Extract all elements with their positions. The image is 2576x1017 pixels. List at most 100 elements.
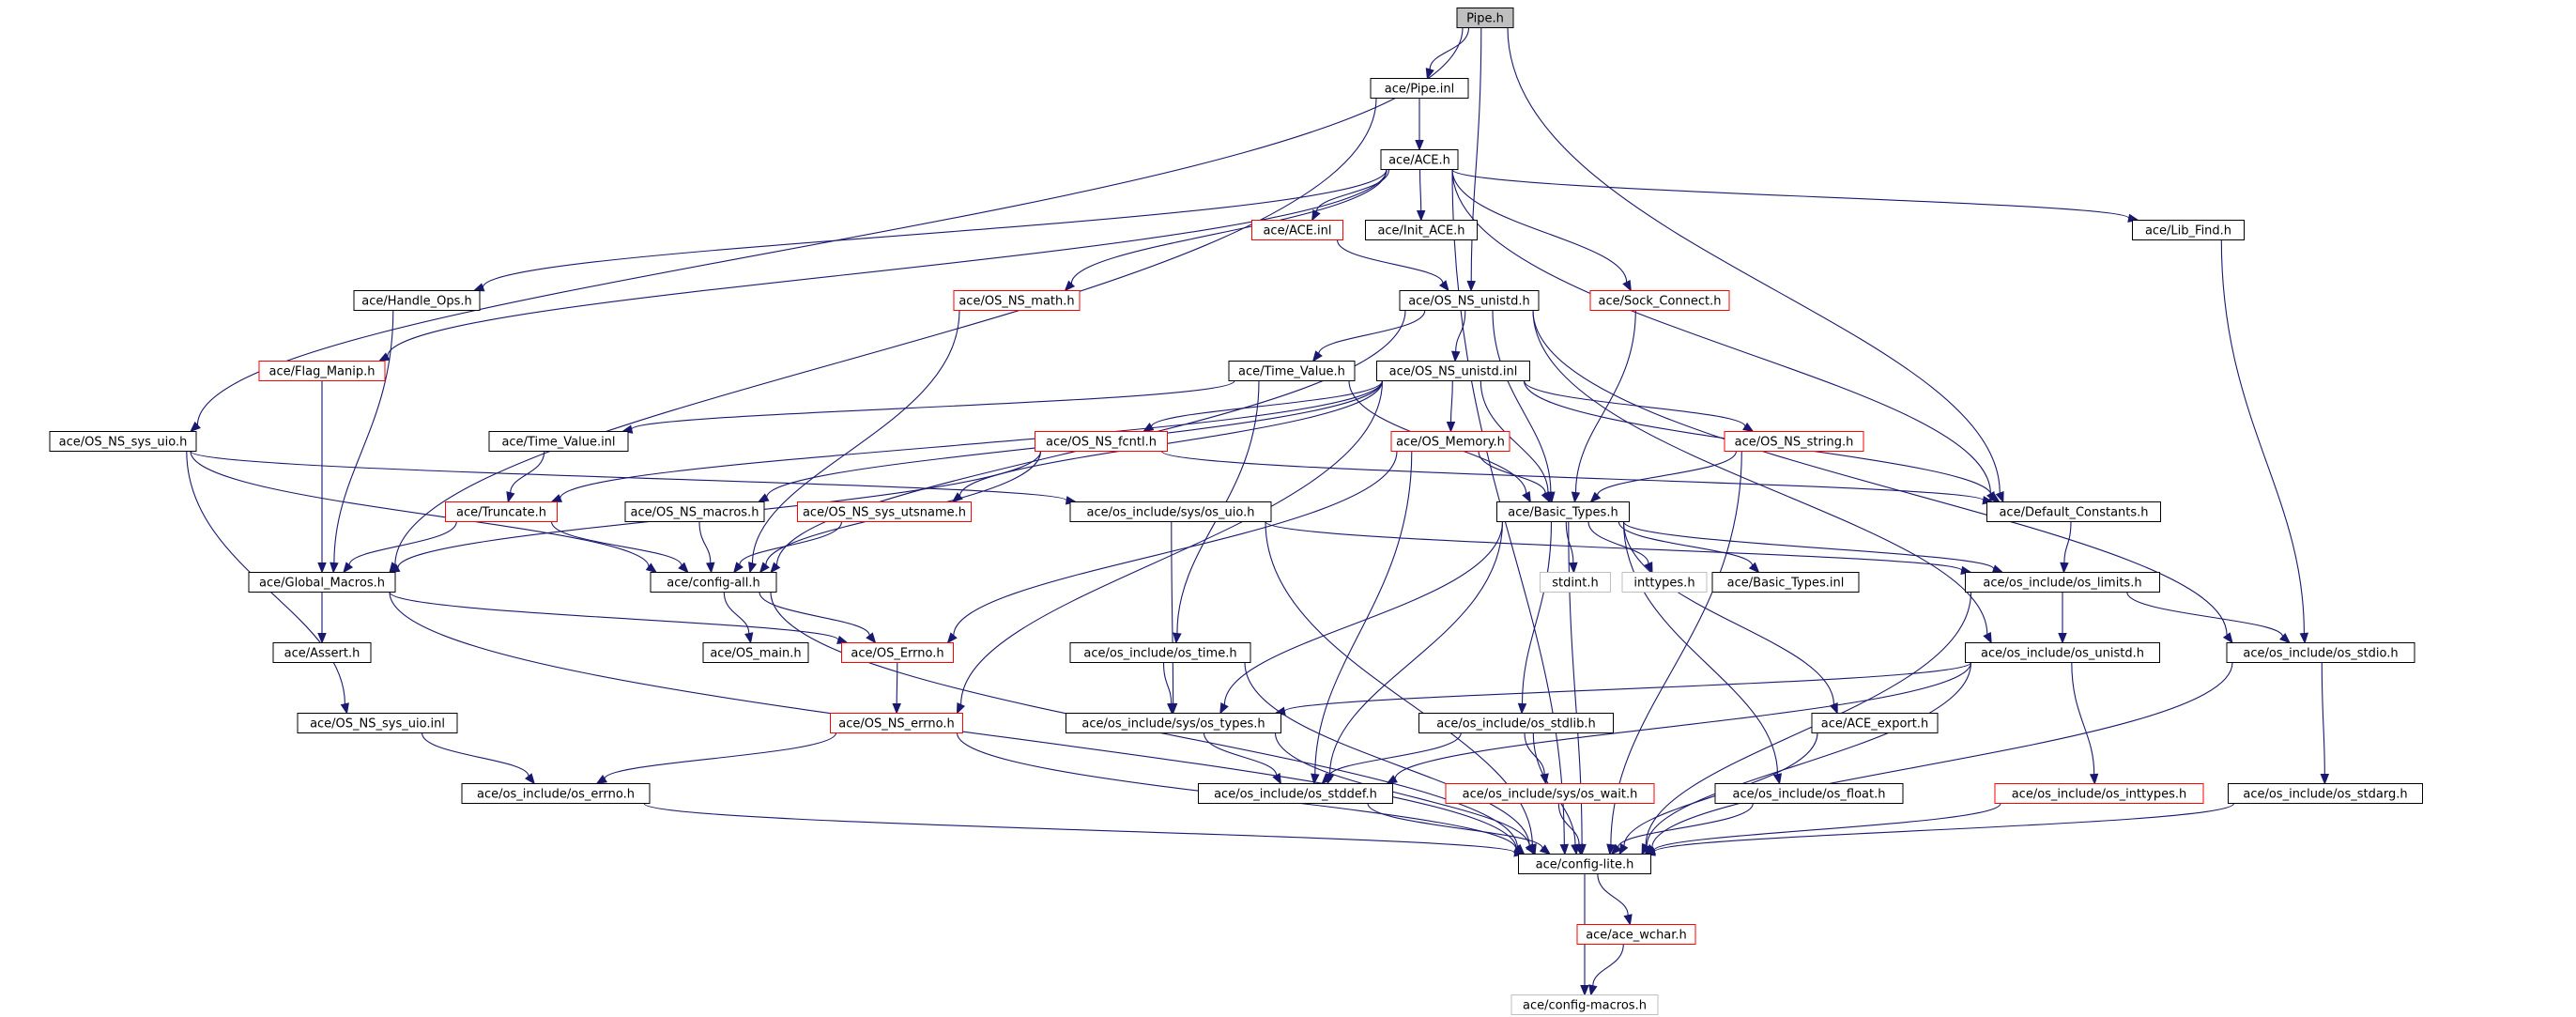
node-handle-ops[interactable]: ace/Handle_Ops.h (353, 290, 481, 311)
node-os-float[interactable]: ace/os_include/os_float.h (1714, 783, 1904, 804)
node-os-ns-macros[interactable]: ace/OS_NS_macros.h (624, 501, 765, 522)
node-ace-wchar[interactable]: ace/ace_wchar.h (1576, 924, 1696, 945)
node-os-stdio[interactable]: ace/os_include/os_stdio.h (2226, 642, 2415, 663)
node-config-lite[interactable]: ace/config-lite.h (1518, 854, 1651, 874)
edge-line (1507, 27, 2001, 494)
node-ace-inl[interactable]: ace/ACE.inl (1251, 220, 1343, 240)
node-box (297, 713, 458, 733)
node-box (2228, 783, 2423, 804)
arrowhead-icon (377, 352, 391, 362)
node-config-all[interactable]: ace/config-all.h (650, 572, 777, 593)
node-label: ace/ACE_export.h (1821, 717, 1928, 732)
node-label: ace/os_include/sys/os_types.h (1081, 717, 1265, 732)
edge-basic_types_h-to-inttypes (1587, 521, 1653, 574)
node-ace-export[interactable]: ace/ACE_export.h (1811, 713, 1939, 733)
node-label: ace/Default_Constants.h (1999, 506, 2148, 520)
edge-os_stdio-to-config_lite (1644, 662, 2233, 855)
node-label: ace/Basic_Types.h (1508, 506, 1618, 520)
edge-os_time-to-sys_os_types (1162, 662, 1176, 715)
node-label: ace/OS_NS_errno.h (838, 717, 955, 732)
node-box (1399, 290, 1540, 311)
edge-line (1597, 873, 1629, 916)
node-label: ace/OS_NS_sys_uio.h (59, 436, 188, 450)
node-sys-os-uio[interactable]: ace/os_include/sys/os_uio.h (1069, 501, 1272, 522)
edge-pipe_h-to-pipe_inl (1425, 27, 1470, 80)
node-os-ns-fcntl[interactable]: ace/OS_NS_fcntl.h (1035, 431, 1168, 452)
edge-line (1645, 592, 1972, 846)
node-os-ns-unistd-inl[interactable]: ace/OS_NS_unistd.inl (1376, 361, 1530, 381)
node-label: ace/OS_NS_math.h (958, 295, 1074, 309)
arrowhead-icon (190, 421, 201, 433)
node-pipe-inl[interactable]: ace/Pipe.inl (1370, 78, 1469, 99)
node-os-ns-string[interactable]: ace/OS_NS_string.h (1724, 431, 1864, 452)
node-os-time[interactable]: ace/os_include/os_time.h (1069, 642, 1251, 663)
edge-line (1592, 944, 1624, 986)
node-box (488, 431, 629, 452)
node-os-unistd[interactable]: ace/os_include/os_unistd.h (1965, 642, 2160, 663)
arrowhead-icon (757, 493, 770, 503)
arrowhead-icon (340, 702, 349, 715)
arrowhead-icon (2089, 773, 2099, 785)
node-global-macros[interactable]: ace/Global_Macros.h (248, 572, 396, 593)
node-time-value-inl[interactable]: ace/Time_Value.inl (488, 431, 629, 452)
edge-line (1283, 662, 1972, 712)
node-os-ns-errno[interactable]: ace/OS_NS_errno.h (830, 713, 963, 733)
node-os-stddef[interactable]: ace/os_include/os_stddef.h (1198, 783, 1393, 804)
edge-line (387, 169, 1388, 357)
node-box (1198, 783, 1393, 804)
node-os-ns-sys-uio-h[interactable]: ace/OS_NS_sys_uio.h (49, 431, 197, 452)
node-os-ns-sys-uio-inl[interactable]: ace/OS_NS_sys_uio.inl (297, 713, 458, 733)
node-os-stdarg[interactable]: ace/os_include/os_stdarg.h (2228, 783, 2423, 804)
node-os-memory[interactable]: ace/OS_Memory.h (1390, 431, 1510, 452)
edge-os_ns_macros-to-config_all (698, 521, 715, 574)
node-ace-h[interactable]: ace/ACE.h (1380, 149, 1459, 170)
node-box (624, 501, 765, 522)
arrowhead-icon (343, 562, 354, 574)
node-label: inttypes.h (1633, 577, 1694, 591)
edge-os_memory-to-os_errno (946, 451, 1398, 644)
node-os-errno-inc[interactable]: ace/os_include/os_errno.h (461, 783, 651, 804)
node-basic-types-h[interactable]: ace/Basic_Types.h (1496, 501, 1630, 522)
edge-ace_inl-to-os_ns_unistd_h (1336, 239, 1449, 292)
node-os-errno[interactable]: ace/OS_Errno.h (841, 642, 954, 663)
node-os-main[interactable]: ace/OS_main.h (702, 642, 809, 663)
node-basic-types-inl[interactable]: ace/Basic_Types.inl (1711, 572, 1860, 593)
node-default-constants[interactable]: ace/Default_Constants.h (1986, 501, 2161, 522)
node-flag-manip[interactable]: ace/Flag_Manip.h (258, 361, 386, 381)
node-label: ace/Basic_Types.inl (1727, 577, 1845, 591)
node-init-ace[interactable]: ace/Init_ACE.h (1365, 220, 1478, 240)
edge-line (1597, 451, 1738, 496)
edge-os_ns_errno-to-os_errno_inc (595, 732, 837, 785)
node-os-stdlib[interactable]: ace/os_include/os_stdlib.h (1418, 713, 1614, 733)
edge-line (1315, 169, 1390, 212)
edge-os_ns_unistd_h-to-os_ns_unistd_inl (1450, 310, 1466, 362)
node-truncate[interactable]: ace/Truncate.h (445, 501, 558, 522)
node-lib-find[interactable]: ace/Lib_Find.h (2132, 220, 2245, 240)
node-label: ace/Sock_Connect.h (1599, 295, 1722, 309)
node-os-inttypes[interactable]: ace/os_include/os_inttypes.h (1994, 783, 2204, 804)
edge-line (1653, 803, 2001, 852)
node-box (1251, 220, 1343, 240)
node-os-ns-unistd-h[interactable]: ace/OS_NS_unistd.h (1399, 290, 1540, 311)
node-os-ns-math[interactable]: ace/OS_NS_math.h (953, 290, 1081, 311)
edge-line (1587, 521, 1649, 564)
node-sys-os-types[interactable]: ace/os_include/sys/os_types.h (1066, 713, 1281, 733)
node-sys-os-wait[interactable]: ace/os_include/sys/os_wait.h (1445, 783, 1655, 804)
edge-os_unistd-to-sys_os_types (1274, 662, 1972, 717)
edge-line (1367, 803, 1543, 849)
node-time-value-h[interactable]: ace/Time_Value.h (1228, 361, 1356, 381)
edge-os_inttypes-to-config_lite (1644, 803, 2001, 855)
node-label: ace/os_include/os_errno.h (477, 788, 635, 802)
node-box (1445, 783, 1655, 804)
node-box (1380, 149, 1459, 170)
node-os-limits[interactable]: ace/os_include/os_limits.h (1965, 572, 2160, 593)
arrowhead-icon (1623, 914, 1633, 926)
edge-line (1327, 732, 1462, 778)
node-assert-h[interactable]: ace/Assert.h (272, 642, 372, 663)
node-os-ns-sys-utsname[interactable]: ace/OS_NS_sys_utsname.h (797, 501, 972, 522)
node-label: ace/config-lite.h (1536, 858, 1634, 872)
node-label: ace/config-macros.h (1523, 999, 1647, 1013)
node-sock-connect[interactable]: ace/Sock_Connect.h (1589, 290, 1730, 311)
arrowhead-icon (1995, 490, 2004, 503)
arrowhead-icon (1610, 843, 1622, 855)
